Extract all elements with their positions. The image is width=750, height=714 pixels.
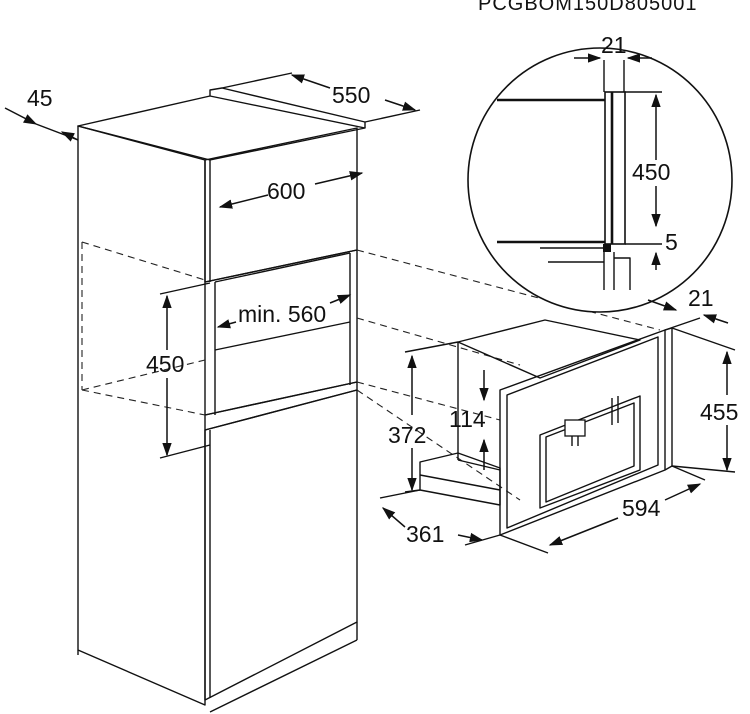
- label-detail-21: 21: [601, 32, 627, 58]
- dimension-panel-thickness: 45: [4, 85, 79, 142]
- appliance: [419, 319, 673, 536]
- label-455: 455: [700, 399, 738, 425]
- dimension-cabinet-width: 600: [218, 171, 364, 209]
- dimension-cabinet-depth: 550: [221, 72, 421, 123]
- label-detail-450: 450: [632, 159, 670, 185]
- label-594: 594: [622, 495, 661, 521]
- dimension-appliance-frame: 21: [647, 285, 729, 331]
- label-appliance-21: 21: [688, 285, 714, 311]
- label-niche-450: 450: [146, 351, 184, 377]
- dimension-appliance-height: 455: [671, 327, 738, 473]
- dimension-niche-width: min. 560: [216, 294, 352, 329]
- dimension-appliance-depth: 361: [379, 489, 501, 547]
- label-550: 550: [332, 82, 370, 108]
- dimension-appliance-width: 594: [499, 465, 706, 554]
- label-372: 372: [388, 422, 426, 448]
- projection-lines: [81, 241, 661, 501]
- label-114: 114: [449, 406, 486, 432]
- dimension-niche-height: 450: [146, 282, 211, 459]
- label-600: 600: [267, 178, 305, 204]
- dimension-body-height: 372: [388, 341, 459, 493]
- detail-circle: 21 450 5: [467, 32, 733, 313]
- dimension-offset: 114: [449, 370, 489, 470]
- label-45: 45: [27, 85, 53, 111]
- label-detail-5: 5: [665, 229, 678, 255]
- label-361: 361: [406, 521, 444, 547]
- drawing-code: PCGBOM150D805001: [478, 0, 697, 15]
- label-min-560: min. 560: [238, 301, 326, 327]
- cabinet: [77, 87, 366, 713]
